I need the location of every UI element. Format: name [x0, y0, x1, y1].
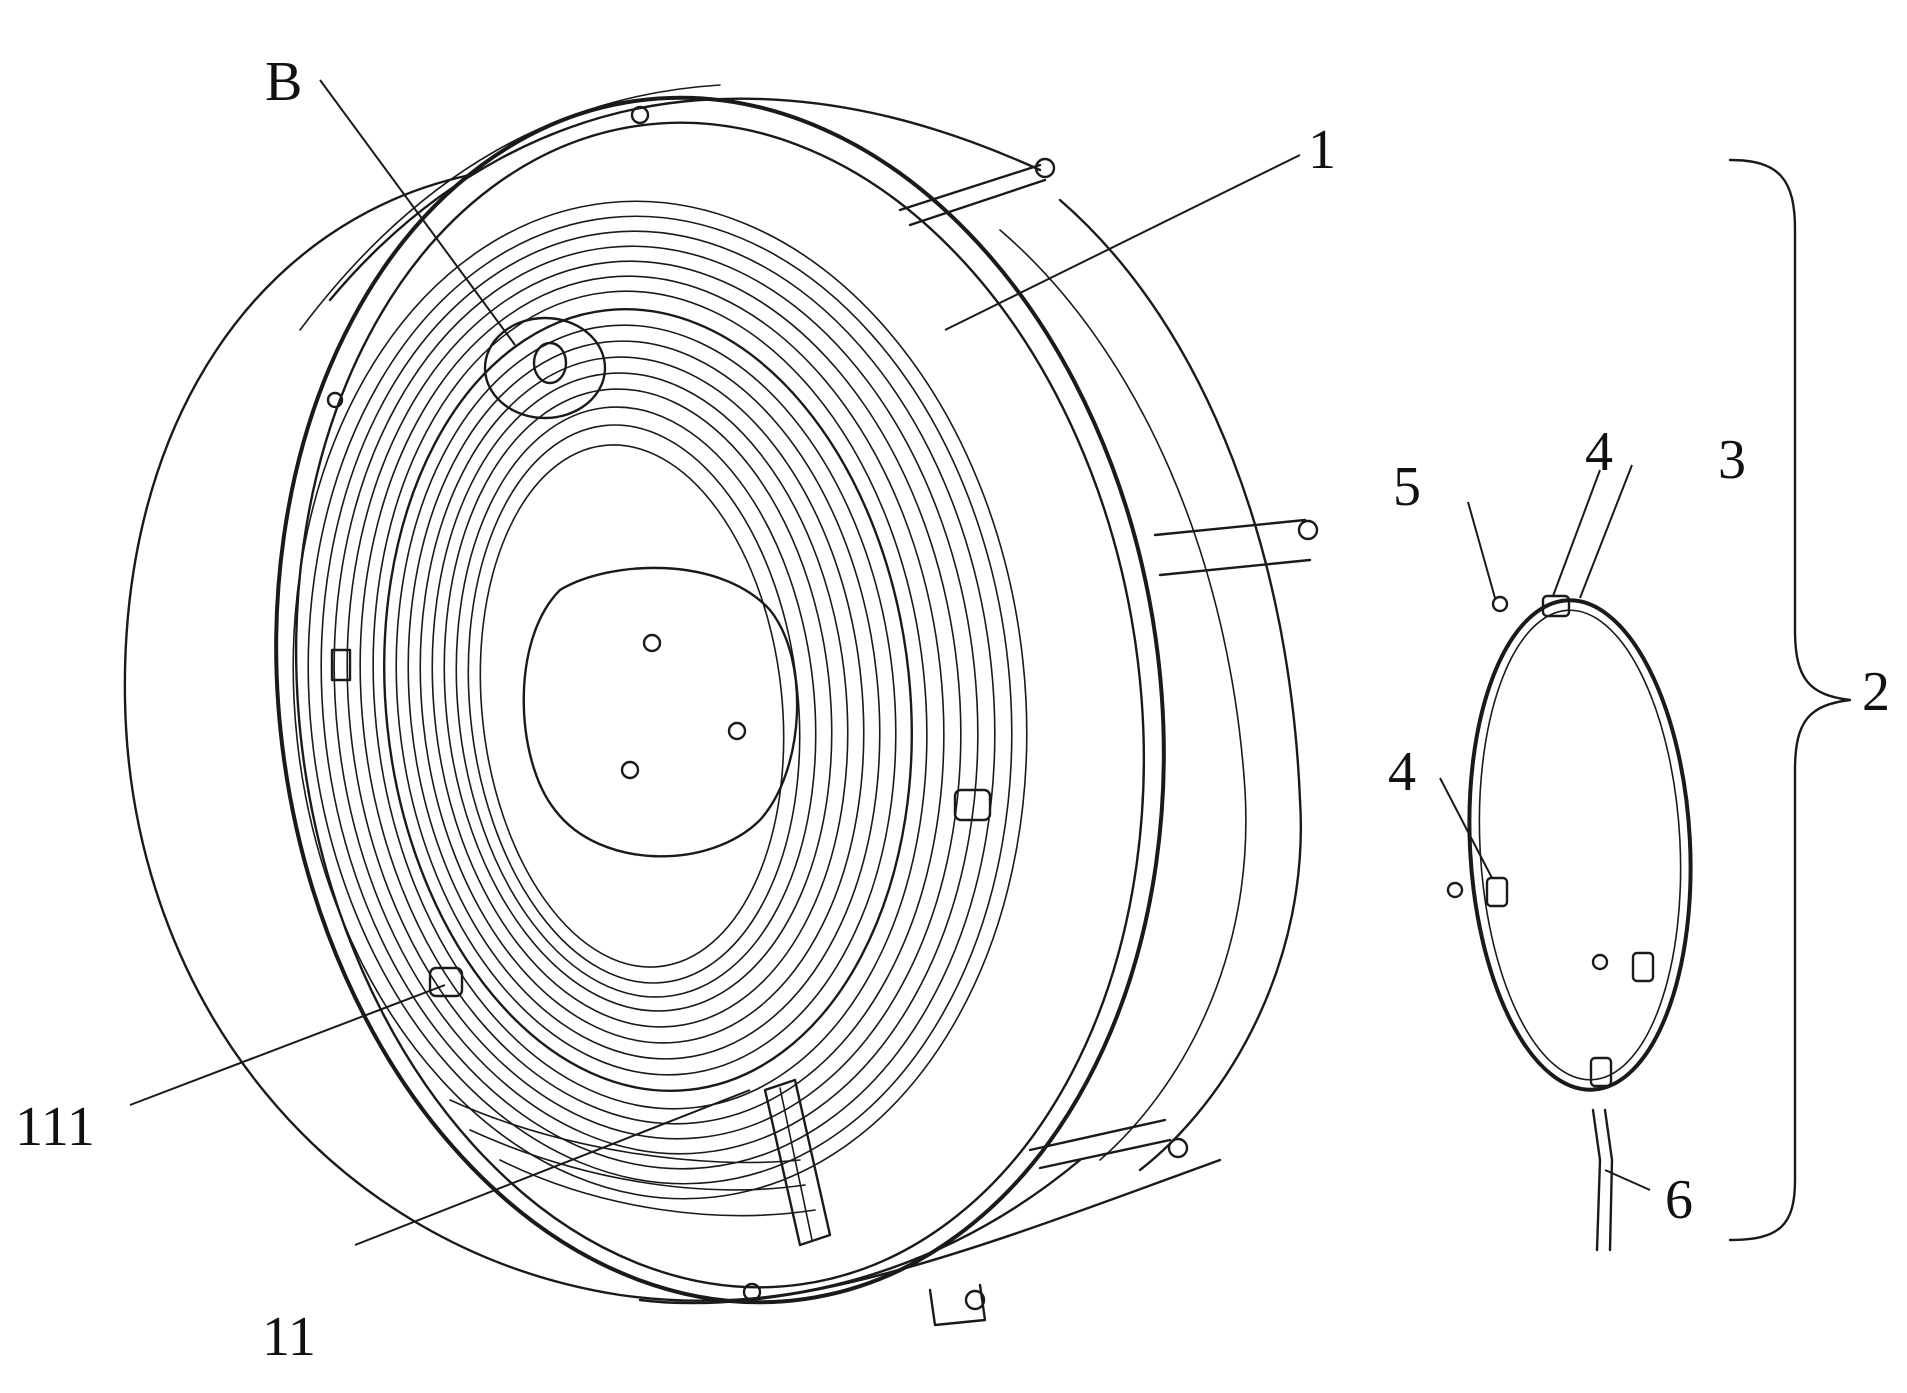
spray-assembly: [1446, 158, 1852, 1252]
connector-right: [1631, 951, 1655, 983]
nozzle-left: [1446, 881, 1464, 899]
detail-circle-b: [483, 316, 607, 420]
center-bolt-1: [642, 633, 662, 653]
outer-shell: [123, 173, 1082, 1302]
coil-lower-arcs: [449, 1099, 816, 1217]
clip-right: [953, 788, 992, 822]
front-rim-outer: [274, 95, 1166, 1305]
spray-ring: [1467, 598, 1693, 1092]
label-4-top: 4: [1585, 421, 1613, 483]
label-6: 6: [1665, 1169, 1693, 1231]
bottom-flange: [638, 1158, 1222, 1305]
label-4-left: 4: [1388, 741, 1416, 803]
leader-lines: [129, 79, 1651, 1246]
clip-left: [330, 648, 352, 682]
label-3: 3: [1718, 429, 1746, 491]
shell-rim-right-inner: [999, 229, 1247, 1161]
shell-rim-right: [1058, 198, 1303, 1172]
top-flange-edge: [299, 84, 721, 331]
label-b: B: [265, 51, 302, 113]
mounting-brackets: [326, 105, 1319, 1302]
clip-111: [428, 966, 464, 998]
bottom-tab-hole: [964, 1289, 986, 1311]
label-5: 5: [1393, 456, 1421, 518]
center-bolt-3: [620, 760, 640, 780]
reference-labels: B 1 4 3 5 2 4 6 111 11: [15, 51, 1890, 1368]
front-rim-inner: [294, 121, 1146, 1289]
label-1: 1: [1308, 119, 1336, 181]
housing-assembly: [123, 84, 1319, 1327]
coil-rings: [292, 200, 1028, 1200]
label-111: 111: [15, 1096, 95, 1158]
detail-fitting: [532, 341, 568, 385]
grouping-brace: [1728, 158, 1852, 1242]
label-2: 2: [1862, 661, 1890, 723]
inlet-pipe: [1591, 1108, 1614, 1252]
center-opening: [522, 566, 799, 858]
center-bolt-2: [727, 721, 747, 741]
nozzle-5: [1491, 595, 1509, 613]
connector-top: [1541, 594, 1571, 618]
spray-ring-inner: [1478, 609, 1682, 1081]
connector-bottom: [1589, 1056, 1613, 1088]
label-11: 11: [262, 1306, 316, 1368]
collecting-channel: [763, 1078, 832, 1247]
nozzle-right: [1591, 953, 1609, 971]
top-flange: [328, 97, 1042, 302]
connector-left: [1485, 876, 1509, 908]
